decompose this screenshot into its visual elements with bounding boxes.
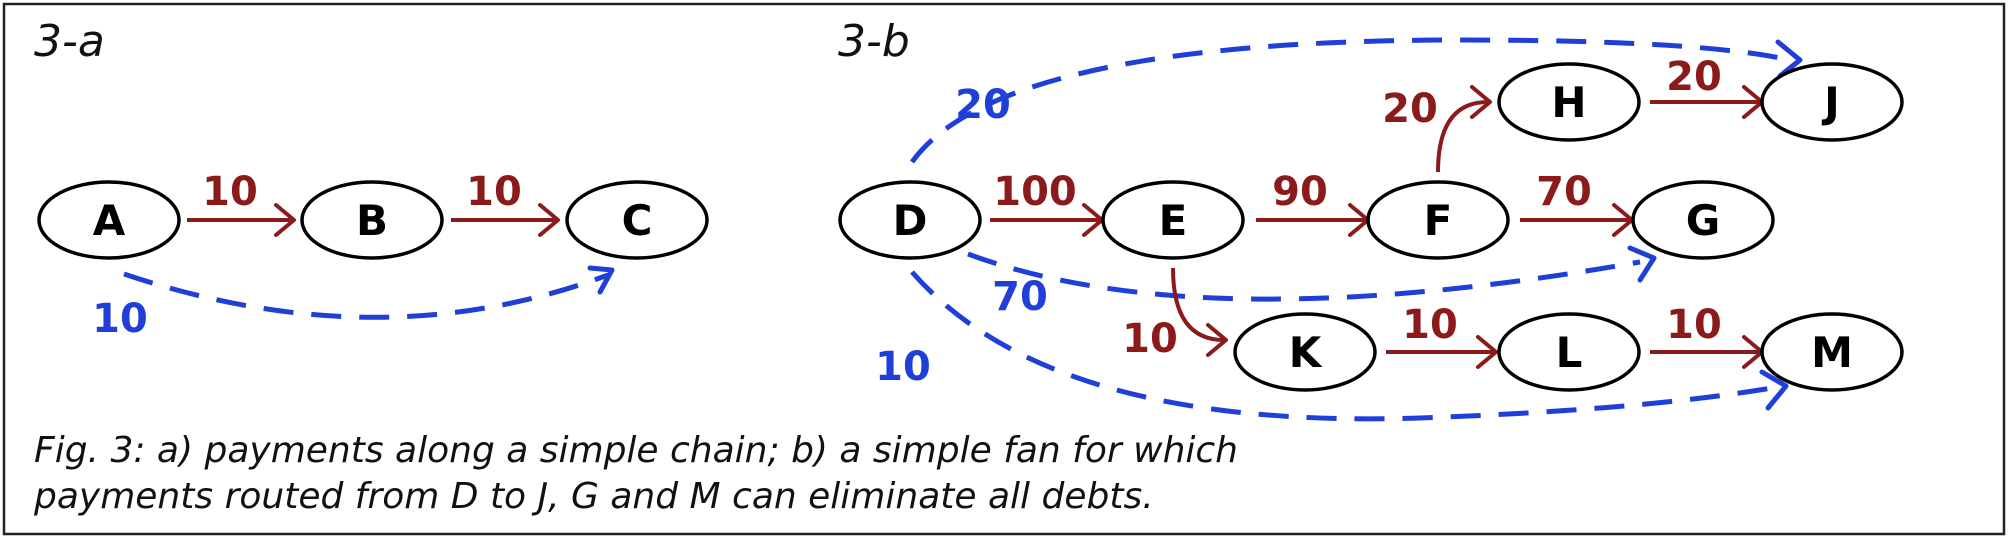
node-label-F: F bbox=[1424, 196, 1453, 245]
edge-label-K-L: 10 bbox=[1402, 302, 1458, 348]
node-label-H: H bbox=[1551, 78, 1586, 127]
arrowhead-payment-A-C bbox=[587, 265, 615, 295]
edge-label-F-H: 20 bbox=[1382, 86, 1438, 132]
node-E bbox=[1101, 180, 1245, 260]
node-F bbox=[1366, 180, 1510, 260]
node-label-J: J bbox=[1821, 78, 1840, 127]
node-label-K: K bbox=[1289, 328, 1323, 377]
payment-D-J bbox=[909, 37, 1791, 164]
payment-label-D-J: 20 bbox=[955, 82, 1011, 128]
payment-D-G bbox=[967, 251, 1641, 302]
node-K bbox=[1233, 312, 1377, 392]
node-label-C: C bbox=[622, 196, 653, 245]
edge-label-E-F: 90 bbox=[1272, 169, 1328, 215]
panel-3a: 10 10 10 A B C bbox=[37, 169, 709, 342]
edge-label-L-M: 10 bbox=[1666, 302, 1722, 348]
node-label-D: D bbox=[893, 196, 928, 245]
edge-label-F-G: 70 bbox=[1536, 169, 1592, 215]
node-label-G: G bbox=[1686, 196, 1720, 245]
panel-label-3b: 3-b bbox=[838, 16, 910, 67]
node-A bbox=[37, 180, 181, 260]
arrowhead-A-B bbox=[274, 203, 296, 237]
payment-label-D-G: 70 bbox=[992, 274, 1048, 320]
edge-label-E-K: 10 bbox=[1122, 316, 1178, 362]
edge-label-B-C: 10 bbox=[466, 169, 522, 215]
node-label-A: A bbox=[93, 196, 126, 245]
arrowhead-payment-D-G bbox=[1627, 245, 1657, 283]
edge-F-H bbox=[1436, 100, 1489, 173]
node-B bbox=[300, 180, 444, 260]
edge-E-K bbox=[1171, 267, 1225, 342]
arrowhead-E-K bbox=[1206, 323, 1228, 357]
payment-D-M bbox=[910, 270, 1773, 422]
arrowhead-payment-D-M bbox=[1759, 369, 1789, 411]
arrowhead-K-L bbox=[1476, 335, 1498, 369]
edge-label-D-E: 100 bbox=[993, 169, 1077, 215]
node-J bbox=[1760, 62, 1904, 142]
caption-line-2: payments routed from D to J, G and M can… bbox=[33, 476, 1154, 517]
node-H bbox=[1497, 62, 1641, 142]
arrowhead-F-H bbox=[1470, 85, 1492, 119]
edge-label-A-B: 10 bbox=[202, 169, 258, 215]
node-label-M: M bbox=[1811, 328, 1853, 377]
payment-A-C bbox=[123, 271, 609, 320]
node-label-L: L bbox=[1556, 328, 1583, 377]
node-M bbox=[1760, 312, 1904, 392]
arrowhead-payment-D-J bbox=[1775, 39, 1803, 79]
node-L bbox=[1497, 312, 1641, 392]
caption-line-1: Fig. 3: a) payments along a simple chain… bbox=[34, 430, 1238, 471]
node-label-E: E bbox=[1159, 196, 1188, 245]
payment-label-A-C: 10 bbox=[92, 296, 148, 342]
edge-label-H-J: 20 bbox=[1666, 54, 1722, 100]
panel-label-3a: 3-a bbox=[34, 16, 105, 67]
node-D bbox=[838, 180, 982, 260]
payment-label-D-M: 10 bbox=[875, 344, 931, 390]
node-C bbox=[565, 180, 709, 260]
node-G bbox=[1631, 180, 1775, 260]
arrowhead-B-C bbox=[538, 203, 560, 237]
node-label-B: B bbox=[356, 196, 388, 245]
panel-3b: 20 70 10 100 90 70 20 10 10 20 10 bbox=[838, 37, 1904, 422]
